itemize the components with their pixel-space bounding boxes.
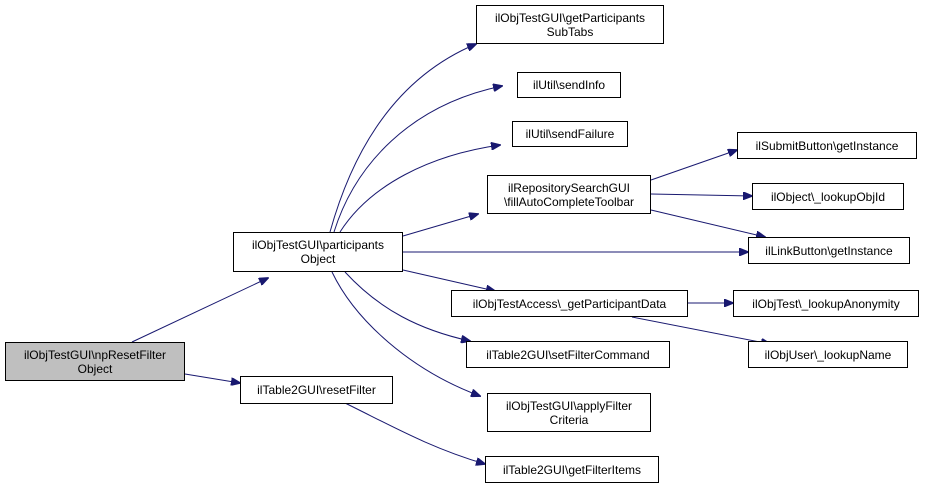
node-set-filter-command[interactable]: ilTable2GUI\setFilterCommand: [466, 341, 670, 368]
node-lookup-obj-id[interactable]: ilObject\_lookupObjId: [752, 183, 904, 210]
node-lookup-name[interactable]: ilObjUser\_lookupName: [748, 341, 908, 368]
node-send-failure[interactable]: ilUtil\sendFailure: [512, 121, 628, 147]
node-lookup-anonymity[interactable]: ilObjTest\_lookupAnonymity: [733, 290, 919, 317]
node-apply-filter-criteria[interactable]: ilObjTestGUI\applyFilter Criteria: [487, 393, 651, 432]
edge-participants-to-applyfilter: [331, 271, 480, 396]
edge-npresetfilter-to-resetfilter: [184, 373, 240, 383]
edge-participants-to-getparticipantdata: [402, 269, 495, 291]
node-reset-filter[interactable]: ilTable2GUI\resetFilter: [240, 376, 393, 404]
edge-fillautocomplete-to-linkbutton: [650, 209, 765, 237]
node-submit-button-get-instance[interactable]: ilSubmitButton\getInstance: [737, 132, 917, 159]
edge-resetfilter-to-getfilteritems: [344, 402, 485, 464]
node-fill-autocomplete-toolbar[interactable]: ilRepositorySearchGUI \fillAutoCompleteT…: [487, 175, 651, 214]
edge-participants-to-sendinfo: [333, 86, 502, 233]
node-link-button-get-instance[interactable]: ilLinkButton\getInstance: [748, 237, 910, 264]
edge-npresetfilter-to-participants: [131, 278, 268, 343]
node-get-participants-subtabs[interactable]: ilObjTestGUI\getParticipants SubTabs: [476, 5, 664, 44]
edge-fillautocomplete-to-lookupobjid: [650, 194, 752, 196]
edge-participants-to-fillautocomplete: [402, 214, 478, 237]
edge-participants-to-sendfailure: [339, 145, 500, 233]
edge-participants-to-setfiltercommand: [344, 271, 470, 341]
edge-fillautocomplete-to-submitbutton: [650, 150, 737, 181]
node-participants-object[interactable]: ilObjTestGUI\participants Object: [233, 232, 403, 272]
node-send-info[interactable]: ilUtil\sendInfo: [517, 72, 621, 98]
edge-getparticipantdata-to-lookupname: [631, 316, 770, 344]
node-get-participant-data[interactable]: ilObjTestAccess\_getParticipantData: [451, 290, 688, 317]
edge-participants-to-subtabs: [329, 44, 476, 233]
node-np-reset-filter-object: ilObjTestGUI\npResetFilter Object: [5, 342, 185, 381]
node-get-filter-items[interactable]: ilTable2GUI\getFilterItems: [485, 456, 659, 483]
